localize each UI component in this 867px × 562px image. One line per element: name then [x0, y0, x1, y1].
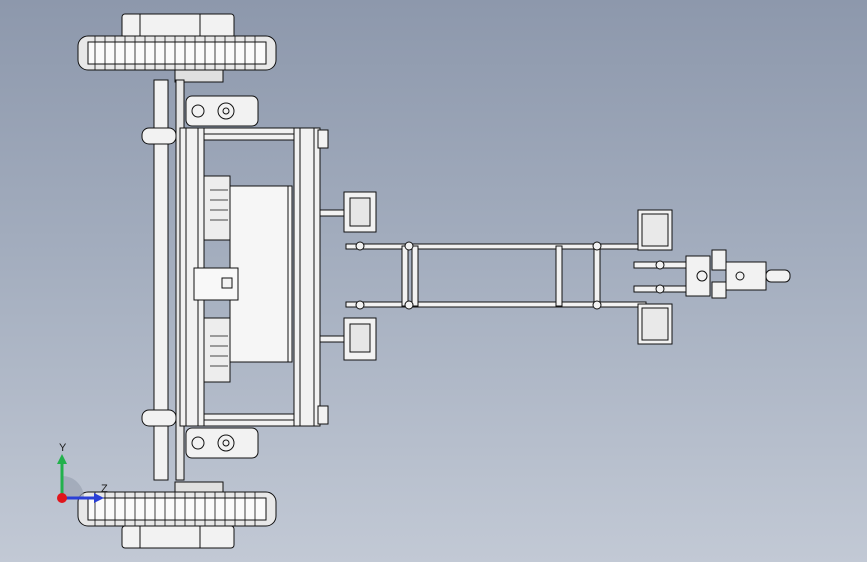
- orientation-triad: [57, 454, 104, 503]
- y-axis-label: Y: [59, 442, 67, 454]
- gripper-assembly[interactable]: [685, 249, 791, 299]
- arm-link-rails[interactable]: [345, 241, 647, 310]
- control-board-bottom[interactable]: [203, 317, 231, 383]
- axle-shaft[interactable]: [153, 79, 169, 481]
- triad-plane-arc: [62, 476, 84, 498]
- bearing-block-bottom[interactable]: [141, 409, 177, 427]
- drive-motor-top[interactable]: [185, 95, 259, 127]
- top-wheel-assembly[interactable]: [77, 13, 277, 83]
- battery-box[interactable]: [229, 185, 293, 363]
- switch-module[interactable]: [193, 267, 239, 301]
- bottom-wheel-assembly[interactable]: [77, 481, 277, 549]
- arm-base-servo-top[interactable]: [343, 191, 377, 233]
- drive-motor-bottom[interactable]: [185, 427, 259, 459]
- arm-base-servo-bottom[interactable]: [343, 317, 377, 361]
- main-frame[interactable]: [179, 127, 329, 427]
- elbow-servo-bottom[interactable]: [637, 303, 673, 345]
- elbow-servo-top[interactable]: [637, 209, 673, 251]
- z-axis-label: Z: [101, 483, 108, 495]
- x-axis-dot: [57, 493, 67, 503]
- bearing-block-top[interactable]: [141, 127, 177, 145]
- control-board-top[interactable]: [203, 175, 231, 241]
